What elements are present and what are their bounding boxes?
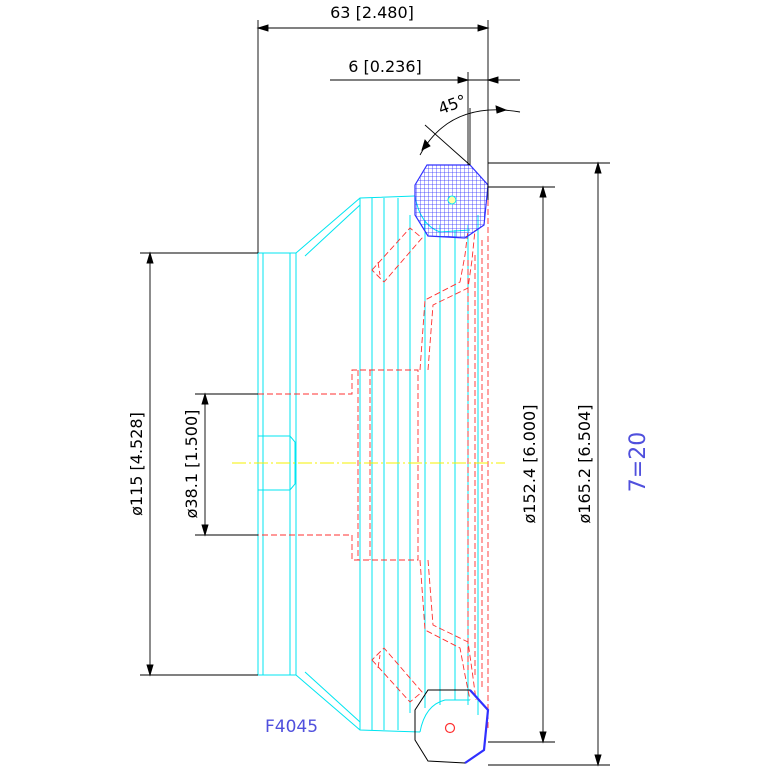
dim-dia-outer (488, 161, 610, 767)
dim-angle (419, 105, 521, 166)
dim-angle-text: 45° (436, 91, 469, 119)
dim-chamfer-text: 6 [0.236] (348, 57, 422, 76)
dim-chamfer (330, 72, 520, 165)
dim-dia-mid (488, 185, 555, 744)
dim-dia-hub (140, 251, 258, 677)
dim-dia-mid-text: ø152.4 [6.000] (520, 405, 539, 524)
dim-dia-outer-text: ø165.2 [6.504] (575, 405, 594, 524)
hidden-lines (258, 200, 489, 730)
dim-dia-hub-text: ø115 [4.528] (127, 412, 146, 516)
dim-dia-bore (195, 392, 258, 537)
ratio-label: 7=20 (626, 432, 651, 492)
ring-section-bottom (414, 689, 490, 764)
ring-section-top (414, 164, 489, 239)
part-code-label: F4045 (265, 717, 318, 737)
dim-dia-bore-text: ø38.1 [1.500] (182, 410, 201, 519)
part-outline (257, 195, 479, 733)
dim-overall-length-text: 63 [2.480] (330, 3, 414, 22)
